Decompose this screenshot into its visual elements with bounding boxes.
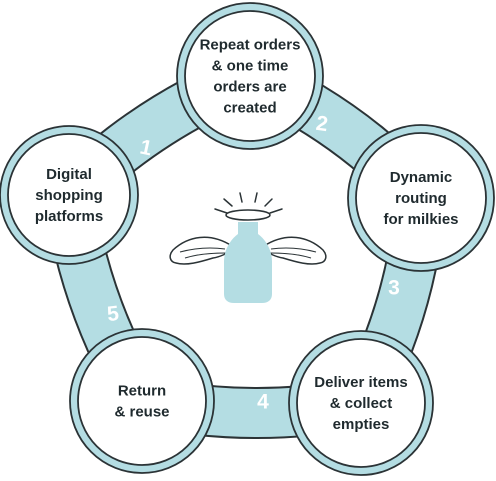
right-wing — [263, 236, 327, 265]
sparkle-lines — [214, 192, 283, 214]
node-label-line: orders are — [213, 79, 286, 96]
node-label-line: Digital — [46, 166, 92, 183]
left-wing — [169, 236, 233, 265]
node-disc — [355, 132, 487, 264]
node-label-line: empties — [333, 416, 390, 433]
node-label-line: Dynamic — [390, 169, 453, 186]
step-numbers: 1 2 3 4 5 — [106, 112, 400, 414]
cycle-node: Repeat orders & one time orders are created — [176, 2, 324, 150]
step-number: 5 — [106, 302, 120, 326]
node-label-line: & collect — [330, 395, 393, 412]
node-disc — [77, 336, 207, 466]
cycle-node: Dynamic routing for milkies — [347, 124, 495, 272]
node-label-line: Repeat orders — [200, 37, 301, 54]
node-label-line: Deliver items — [314, 374, 407, 391]
step-number: 4 — [257, 391, 269, 414]
node-label-line: & one time — [212, 58, 289, 75]
node-disc — [184, 10, 316, 142]
node-label-line: platforms — [35, 208, 103, 225]
winged-milk-bottle-icon — [169, 192, 327, 303]
node-label-line: shopping — [35, 187, 103, 204]
cycle-node: Return & reuse — [69, 328, 215, 474]
node-label-line: created — [223, 100, 276, 117]
step-number: 3 — [388, 277, 400, 300]
node-label-line: Return — [118, 383, 166, 400]
milk-bottle — [224, 222, 272, 303]
node-label-line: & reuse — [114, 404, 169, 421]
step-number: 1 — [138, 136, 155, 161]
halo — [225, 209, 271, 221]
node-disc — [7, 133, 131, 257]
node-label-line: routing — [395, 190, 447, 207]
node-disc — [296, 338, 426, 468]
node-label-line: for milkies — [383, 211, 458, 228]
cycle-node: Digital shopping platforms — [0, 125, 139, 265]
cycle-node: Deliver items & collect empties — [288, 330, 434, 476]
step-number: 2 — [315, 112, 330, 136]
